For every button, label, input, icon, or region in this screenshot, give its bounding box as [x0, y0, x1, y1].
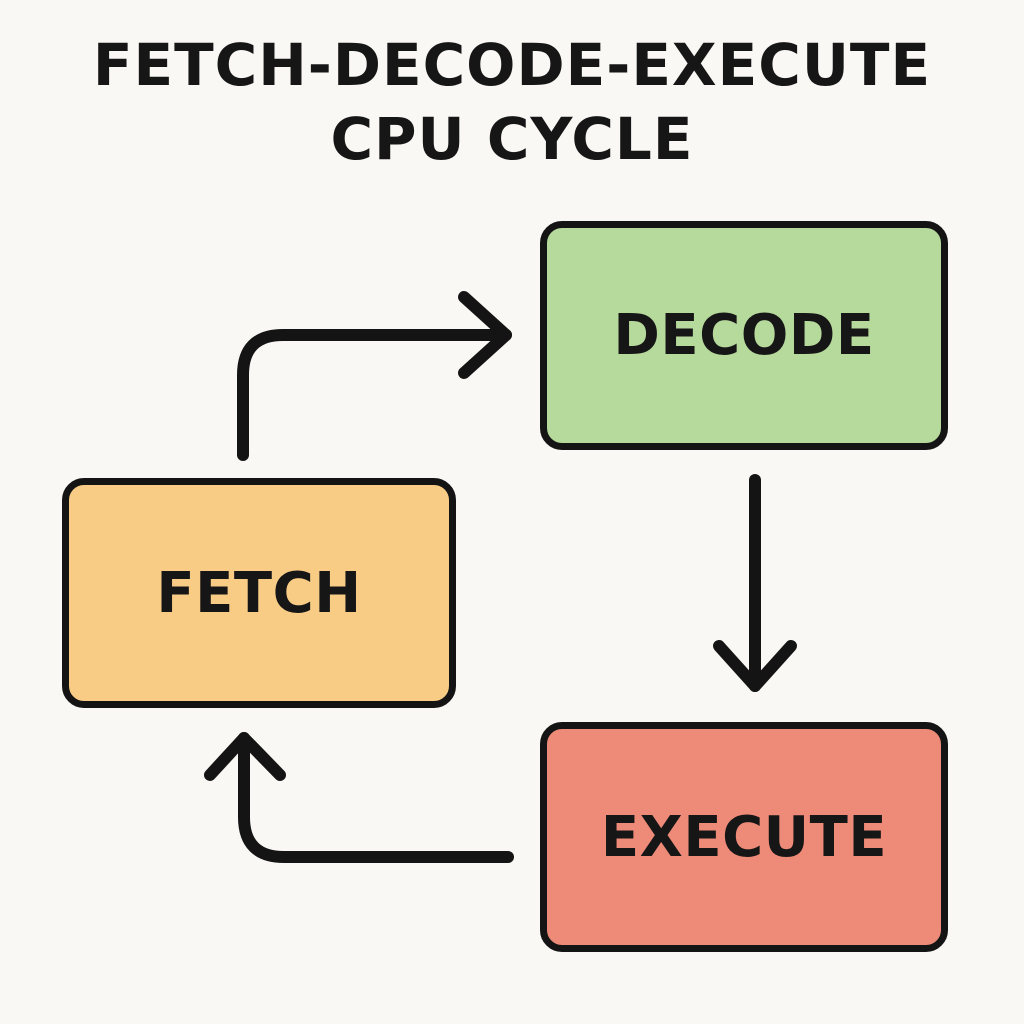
- fetch-stage-box: FETCH: [62, 478, 456, 708]
- execute-stage-label: EXECUTE: [600, 804, 888, 870]
- arrow-decode-to-execute: [713, 474, 797, 692]
- diagram-title: FETCH-DECODE-EXECUTE: [92, 31, 932, 99]
- fetch-stage-label: FETCH: [156, 560, 362, 626]
- decode-stage-box: DECODE: [540, 221, 948, 450]
- diagram-subtitle: CPU CYCLE: [330, 105, 694, 173]
- arrow-execute-to-fetch: [204, 732, 514, 863]
- execute-stage-box: EXECUTE: [540, 722, 948, 952]
- arrow-fetch-to-decode: [237, 291, 512, 461]
- decode-stage-label: DECODE: [613, 303, 875, 368]
